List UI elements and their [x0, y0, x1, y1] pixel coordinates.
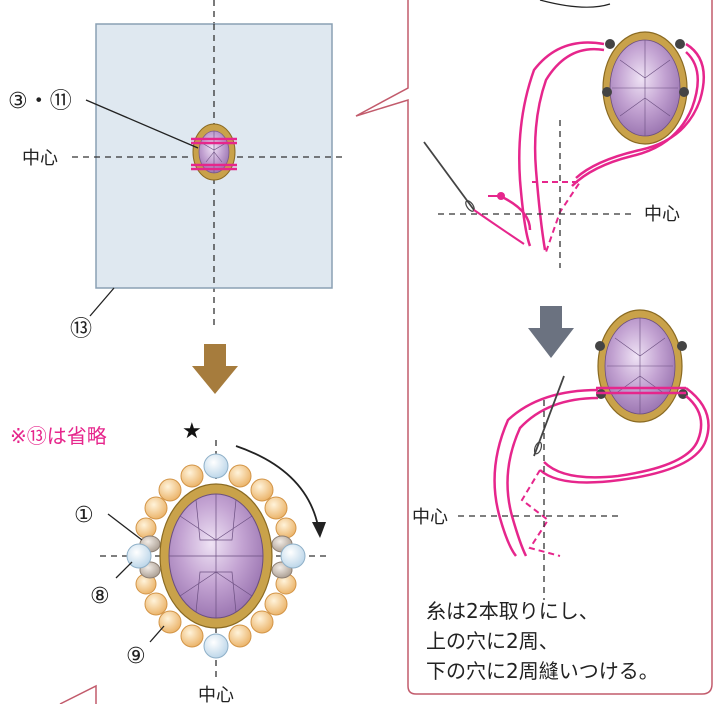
instruction-text: 糸は2本取りにし、 上の穴に2周、 下の穴に2周縫いつける。 — [426, 599, 659, 683]
leader-step-9 — [149, 625, 165, 643]
leader-step-1 — [107, 513, 143, 541]
label-center-right-bottom: 中心 — [412, 507, 448, 528]
label-step-9: ⑨ — [126, 644, 146, 669]
callout-tail-bottom-left — [59, 684, 97, 704]
label-center-right-top: 中心 — [644, 204, 680, 225]
orange-bead-ring — [135, 464, 297, 648]
leader-step-13 — [89, 287, 115, 317]
instruction-line-2: 上の穴に2周、 — [426, 629, 559, 653]
brooch-stone-facets — [169, 494, 263, 618]
callout-panel — [355, 0, 713, 695]
sewing-step-bottom: 中心 — [412, 309, 710, 600]
label-step-3-11: ③・⑪ — [8, 89, 72, 114]
small-stone — [191, 123, 237, 181]
pearl-beads — [126, 453, 306, 659]
note-omitted: ※⑬は省略 — [10, 424, 107, 448]
sewing-step-top: 中心 — [423, 0, 706, 268]
star-mark: ★ — [182, 419, 202, 444]
rotation-arrow — [235, 445, 319, 527]
label-step-1: ① — [74, 503, 94, 528]
label-step-13: ⑬ — [70, 317, 92, 342]
fabric-square-group: ③・⑪ 中心 ⑬ — [8, 0, 346, 342]
instruction-line-3: 下の穴に2周縫いつける。 — [426, 659, 659, 683]
leader-step-3-11 — [85, 99, 199, 149]
label-center-left: 中心 — [22, 148, 58, 169]
leader-step-8 — [115, 561, 133, 579]
down-arrow-left — [192, 344, 238, 394]
instruction-line-1: 糸は2本取りにし、 — [426, 599, 599, 623]
label-step-8: ⑧ — [90, 584, 110, 609]
label-center-bottom: 中心 — [198, 685, 234, 704]
brooch-group: ※⑬は省略 ★ — [10, 419, 330, 704]
down-arrow-right — [528, 306, 574, 358]
